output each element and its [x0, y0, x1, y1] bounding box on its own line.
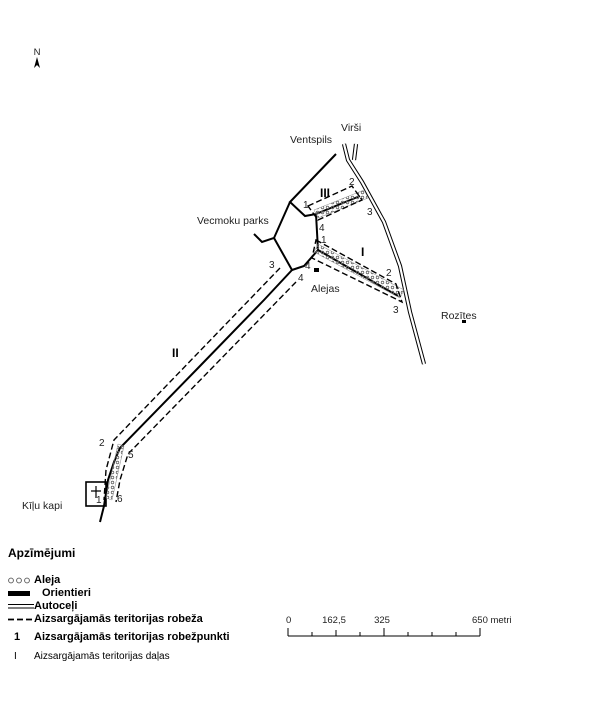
boundary-point: 2: [386, 268, 392, 279]
scale-bar-graphic: 0 162,5 325 650 metri: [286, 615, 512, 637]
boundary-point: 1: [96, 495, 102, 506]
scale-tick-label: 162,5: [322, 615, 346, 626]
scale-tick-label: 325: [374, 615, 390, 626]
legend-item-robeza: Aizsargājamās teritorijas robeža: [8, 613, 298, 626]
territory-boundary: [103, 185, 404, 503]
boundary-symbol-icon: [8, 618, 34, 621]
alley-strips: [105, 189, 466, 501]
boundary-point: 2: [349, 177, 355, 188]
road-symbol-icon: [8, 604, 34, 609]
north-arrow-label: N: [34, 47, 41, 58]
scale-bar: 0 162,5 325 650 metri: [284, 612, 534, 652]
boundary-point: 3: [393, 305, 399, 316]
main-road: [341, 143, 427, 365]
place-label-ventspils: Ventspils: [290, 134, 332, 146]
territory-part-3: III: [320, 186, 330, 200]
legend-item-orientieri: Orientieri: [8, 587, 298, 600]
boundary-point: 5: [128, 450, 134, 461]
legend-label: Orientieri: [42, 587, 91, 599]
legend-item-autoceli: Autoceļi: [8, 600, 298, 613]
boundary-point: 4: [298, 273, 304, 284]
boundary-point: 4: [305, 261, 311, 272]
boundary-point: 1: [303, 200, 309, 211]
legend-symbol: 1: [14, 631, 21, 643]
scale-tick-label: 650 metri: [472, 615, 512, 626]
boundary-point: 1: [321, 235, 327, 246]
boundary-point: 3: [269, 260, 275, 271]
legend-label: Autoceļi: [34, 600, 78, 612]
legend-label: Aleja: [34, 574, 61, 586]
north-arrow-icon: N: [34, 47, 41, 68]
boundary-point: 4: [319, 223, 325, 234]
legend-symbol: I: [14, 651, 17, 662]
map-canvas: N: [22, 47, 477, 523]
landmark-symbol-icon: [8, 591, 30, 596]
map-legend: Apzīmējumi Aleja Orientieri Autoceļi: [8, 546, 298, 663]
territory-part-1: I: [361, 245, 364, 259]
place-label-rozites: Rozītes: [441, 310, 477, 322]
place-label-kilu-kapi: Kīļu kapi: [22, 500, 62, 512]
scale-tick-label: 0: [286, 615, 291, 626]
boundary-point: 3: [367, 207, 373, 218]
territory-part-2: II: [172, 346, 179, 360]
place-label-vecmoku-parks: Vecmoku parks: [197, 215, 269, 227]
legend-item-robezpunkti: 1 Aizsargājamās teritorijas robežpunkti: [8, 631, 298, 644]
place-label-virsi: Virši: [341, 122, 361, 134]
boundary-point: 2: [99, 438, 105, 449]
legend-item-dalas: I Aizsargājamās teritorijas daļas: [8, 650, 298, 663]
alley-symbol-icon: [8, 577, 30, 584]
boundary-point: 6: [117, 494, 123, 505]
place-label-alejas: Alejas: [311, 283, 340, 295]
legend-label: Aizsargājamās teritorijas robežpunkti: [34, 631, 230, 643]
legend-title: Apzīmējumi: [8, 546, 76, 560]
legend-item-aleja: Aleja: [8, 574, 298, 587]
legend-label: Aizsargājamās teritorijas robeža: [34, 613, 203, 625]
legend-label: Aizsargājamās teritorijas daļas: [34, 651, 170, 662]
